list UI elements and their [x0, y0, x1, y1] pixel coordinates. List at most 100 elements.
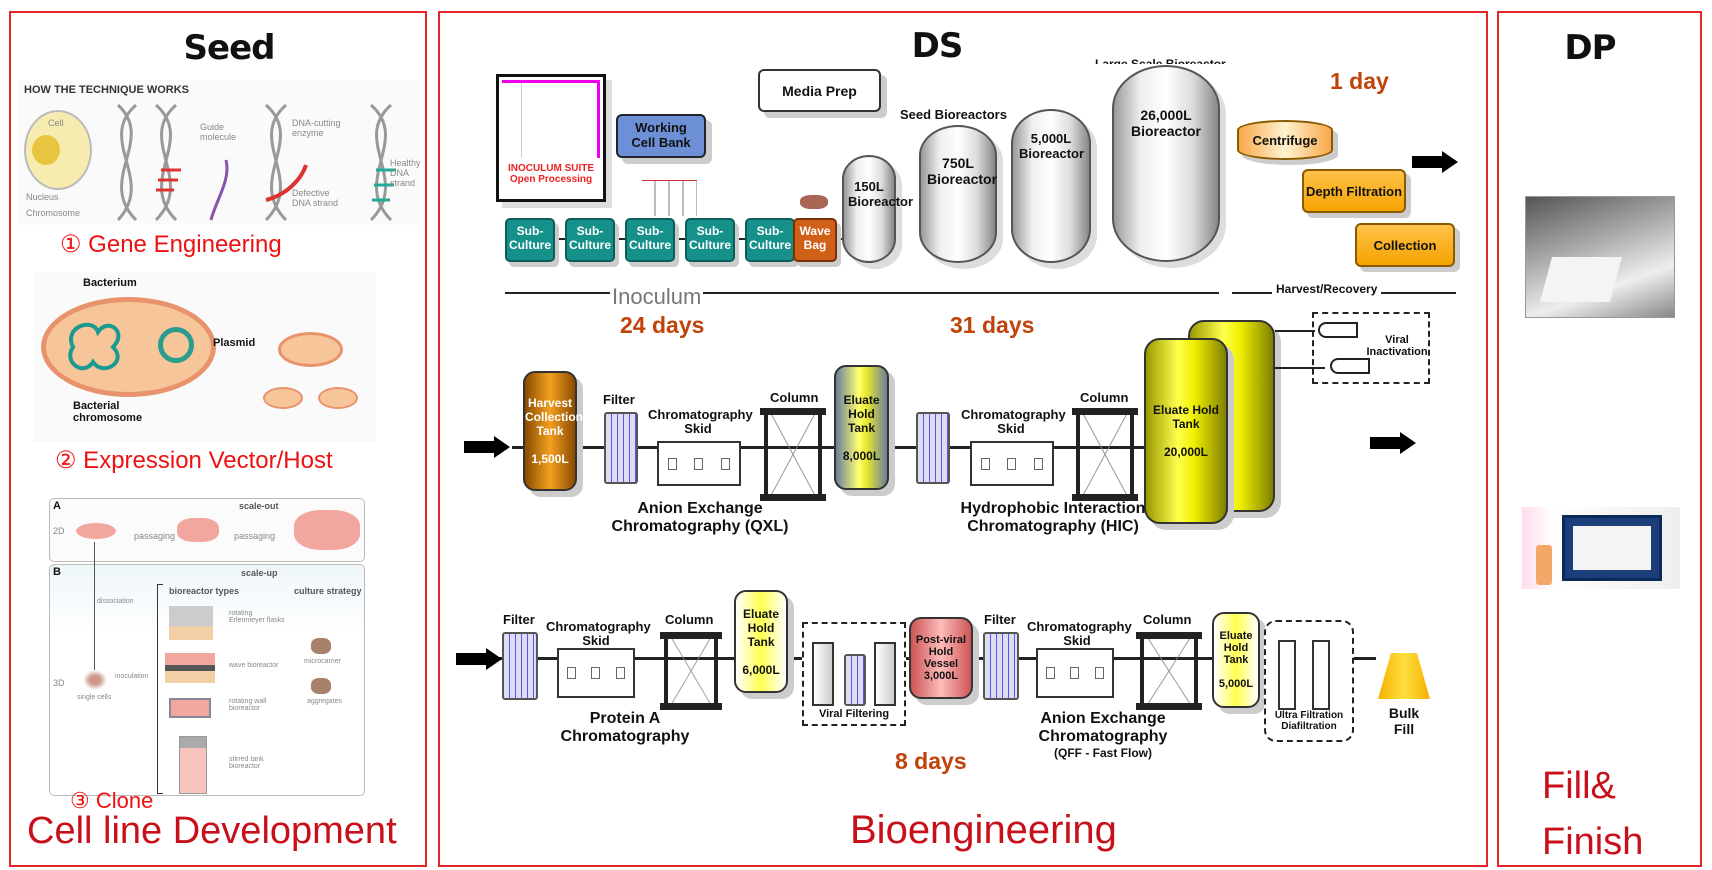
post-viral-label: Post-viral Hold Vessel: [915, 634, 967, 670]
wave-label: wave bioreactor: [229, 662, 279, 669]
injector-icon: [1330, 358, 1370, 374]
harvest-tank-label: Harvest Collection Tank: [525, 396, 584, 438]
bacterium-figure: Bacterium Plasmid Bacterial chromosome: [33, 272, 376, 442]
row2-in-arrow: [464, 436, 512, 458]
viral-filtering-label: Viral Filtering: [818, 708, 890, 720]
plasmid-icon: [158, 327, 194, 363]
bacteria-offspring-icon: [263, 387, 303, 409]
2d-label: 2D: [53, 526, 65, 536]
vial-tray: [1539, 257, 1623, 302]
seed-bioreactors-label: Seed Bioreactors: [900, 107, 1007, 122]
wave-bioreactor-icon: [165, 653, 215, 683]
filter-label: Filter: [503, 612, 535, 627]
dissociation-arrow: [94, 542, 95, 672]
depth-filtration: Depth Filtration: [1302, 169, 1406, 213]
bracket: [157, 584, 163, 794]
single-cells-label: single cells: [77, 694, 112, 701]
inoculum-duration: 24 days: [620, 312, 705, 338]
scale-out-label: scale-out: [239, 501, 279, 511]
bioreactor-5000l: 5,000L Bioreactor: [1011, 109, 1091, 263]
bulk-fill-label: Bulk Fill: [1388, 705, 1420, 737]
production-duration: 31 days: [950, 312, 1035, 338]
inoculum-suite-label: INOCULUM SUITE Open Processing: [507, 163, 595, 185]
eluate-label: Eluate Hold Tank: [1152, 403, 1219, 431]
collection: Collection: [1355, 223, 1455, 267]
bacteria-offspring-icon: [318, 387, 358, 409]
filter-cartridge-icon: [874, 642, 896, 706]
wave-bag: Wave Bag: [793, 218, 837, 262]
microcarrier-label: microcarrier: [304, 658, 341, 665]
vial-icon: [1536, 545, 1552, 585]
subculture-3: Sub-Culture: [625, 218, 675, 262]
passaging-label: passaging: [134, 531, 176, 541]
filter: [916, 412, 950, 484]
flasks-label: rotating Erlenmeyer flasks: [229, 610, 285, 624]
bioreactor-750l: 750L Bioreactor: [919, 125, 997, 263]
defective-label: Defective DNA strand: [292, 188, 339, 208]
column: [1136, 632, 1202, 710]
chromatography-skid: [657, 441, 741, 486]
viral-inactivation-box: Viral Inactivation: [1312, 312, 1430, 384]
wave-bag-icon: [800, 195, 828, 209]
working-cell-bank: Working Cell Bank: [616, 114, 706, 158]
column-label: Column: [665, 612, 714, 627]
inoculation-label: inoculation: [115, 673, 149, 680]
dividing-bacteria-icon: [278, 332, 343, 367]
enzyme-label: DNA-cutting enzyme: [292, 118, 341, 138]
petri-stack-icon: [177, 518, 219, 542]
inoculum-label: Inoculum: [610, 284, 704, 310]
rotating-wall-icon: [169, 698, 211, 718]
filter: [844, 654, 866, 706]
stirred-tank-icon: [179, 736, 207, 794]
3d-label: 3D: [53, 678, 65, 688]
post-viral-volume: 3,000L: [923, 670, 959, 682]
passaging-label: passaging: [234, 531, 276, 541]
dna-helix-icons: [116, 103, 396, 222]
seed-title: Seed: [183, 28, 276, 68]
eluate-label: Eluate Hold Tank: [843, 392, 880, 435]
df-cartridge-icon: [1312, 640, 1330, 710]
eluate-volume: 6,000L: [742, 662, 780, 677]
subculture-1: Sub-Culture: [505, 218, 555, 262]
vial-package-photo: [1522, 507, 1680, 589]
chromatography-skid-label: Chromatography Skid: [1027, 619, 1132, 648]
flasks-icon: [642, 180, 697, 216]
nucleus-label: Nucleus: [26, 192, 59, 202]
culture-strategy-label: culture strategy: [294, 586, 362, 596]
hic-caption-text: Hydrophobic Interaction Chromatography (…: [960, 500, 1146, 535]
protein-a-text: Protein A Chromatography: [560, 710, 690, 745]
subculture-4: Sub-Culture: [685, 218, 735, 262]
chromatography-skid-label: Chromatography Skid: [648, 407, 753, 436]
column: [1072, 408, 1138, 501]
cell-label: Cell: [48, 118, 64, 128]
viral-inactivation-label: Viral Inactivation: [1366, 334, 1428, 358]
bacterium-label: Bacterium: [83, 277, 137, 289]
filter: [604, 412, 638, 484]
eluate-volume: 8,000L: [842, 448, 881, 463]
aex-caption-text: Anion Exchange Chromatography (QXL): [611, 500, 789, 535]
inoculum-suite: INOCULUM SUITE Open Processing: [496, 74, 606, 202]
chromatography-skid: [1036, 648, 1114, 698]
bioreactor-26000l: 26,000L Bioreactor: [1112, 65, 1220, 262]
ds-title: DS: [911, 26, 964, 66]
bacterial-chromosome-icon: [68, 322, 121, 371]
eluate-volume: 20,000L: [1163, 445, 1209, 459]
eluate-volume: 5,000L: [1218, 678, 1254, 690]
ufdf-label: Ultra Filtration Diafiltration: [1274, 710, 1344, 732]
filter: [502, 632, 538, 700]
uf-cartridge-icon: [1278, 640, 1296, 710]
step-clone: ③ Clone: [70, 788, 154, 813]
aggregates-label: aggregates: [307, 698, 343, 705]
rotating-wall-label: rotating wall bioreactor: [229, 698, 267, 712]
technique-header: HOW THE TECHNIQUE WORKS: [24, 84, 189, 96]
chromatography-skid: [970, 441, 1054, 486]
inoculum-line: [505, 238, 845, 240]
ds-panel: [438, 11, 1488, 867]
injector-icon: [1318, 322, 1358, 338]
filter-label: Filter: [984, 612, 1016, 627]
harvest-duration: 1 day: [1330, 68, 1389, 94]
chromatography-skid-label: Chromatography Skid: [961, 407, 1066, 436]
petri-stacks-icon: [294, 510, 360, 550]
